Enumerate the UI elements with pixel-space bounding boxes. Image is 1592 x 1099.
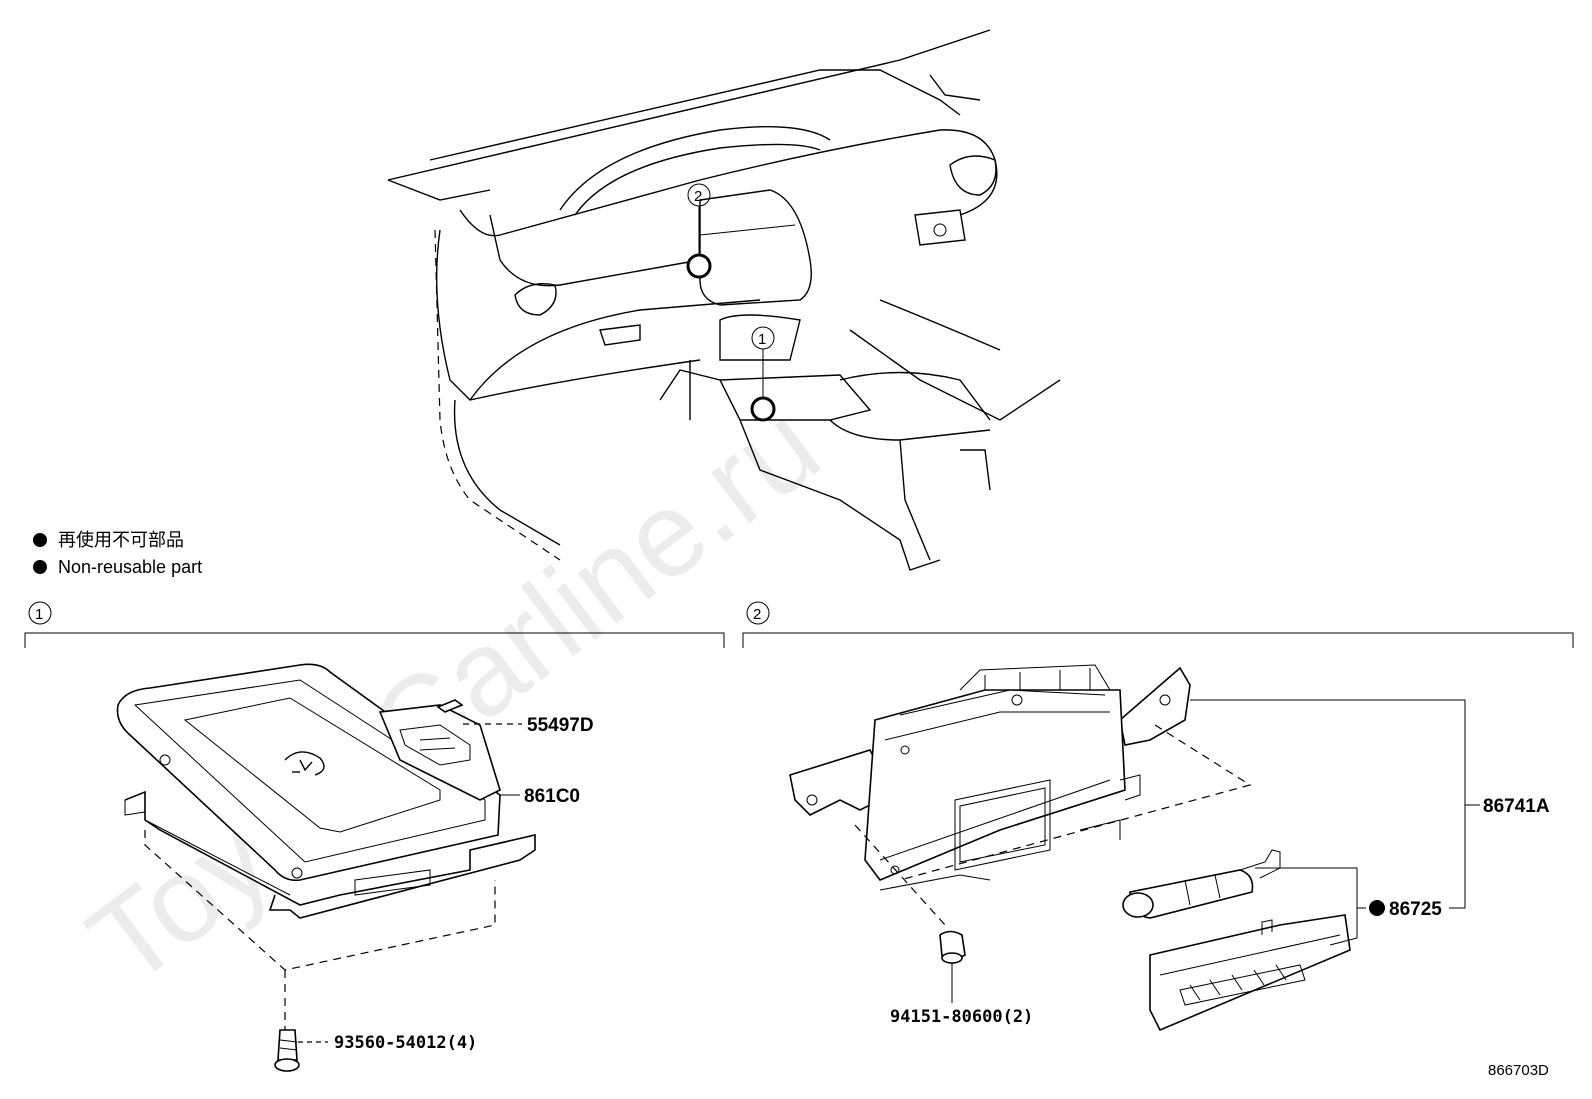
legend-bullet-icon bbox=[33, 533, 47, 547]
section-2-bracket bbox=[742, 632, 1574, 648]
section-2-number: 2 bbox=[753, 606, 761, 623]
label-plate-55497d bbox=[436, 699, 464, 713]
clip-94151 bbox=[939, 930, 966, 964]
dashboard-illustration bbox=[387, 29, 1061, 571]
section-1: 1 55497D 861C0 bbox=[24, 601, 725, 1072]
part-label-93560: 93560-54012(4) bbox=[334, 1033, 477, 1053]
wireless-charger-861c0 bbox=[116, 663, 536, 919]
battery-86725 bbox=[1122, 849, 1351, 1032]
callout-1-label: 1 bbox=[758, 331, 766, 348]
ecu-86741a bbox=[789, 664, 1191, 891]
legend-line-2: Non-reusable part bbox=[58, 557, 202, 577]
section-2: 2 bbox=[742, 601, 1574, 1032]
diagram-code: 866703D bbox=[1488, 1062, 1549, 1079]
part-label-86741a: 86741A bbox=[1483, 796, 1550, 817]
part-label-86725: 86725 bbox=[1389, 899, 1442, 920]
part-label-861c0: 861C0 bbox=[524, 786, 580, 807]
part-label-94151: 94151-80600(2) bbox=[890, 1007, 1033, 1027]
non-reusable-marker-icon bbox=[1369, 900, 1385, 916]
legend-bullet-icon bbox=[33, 560, 47, 574]
section-1-bracket bbox=[24, 632, 725, 648]
part-label-55497d: 55497D bbox=[527, 715, 594, 736]
callout-2-label: 2 bbox=[694, 188, 702, 205]
callout-2-dashboard: 2 bbox=[686, 183, 712, 279]
legend-line-1: 再使用不可部品 bbox=[58, 530, 184, 550]
bolt-93560 bbox=[274, 1029, 300, 1072]
legend: 再使用不可部品 Non-reusable part bbox=[33, 530, 202, 577]
section-1-number: 1 bbox=[35, 606, 43, 623]
callout-1-dashboard: 1 bbox=[750, 326, 776, 422]
